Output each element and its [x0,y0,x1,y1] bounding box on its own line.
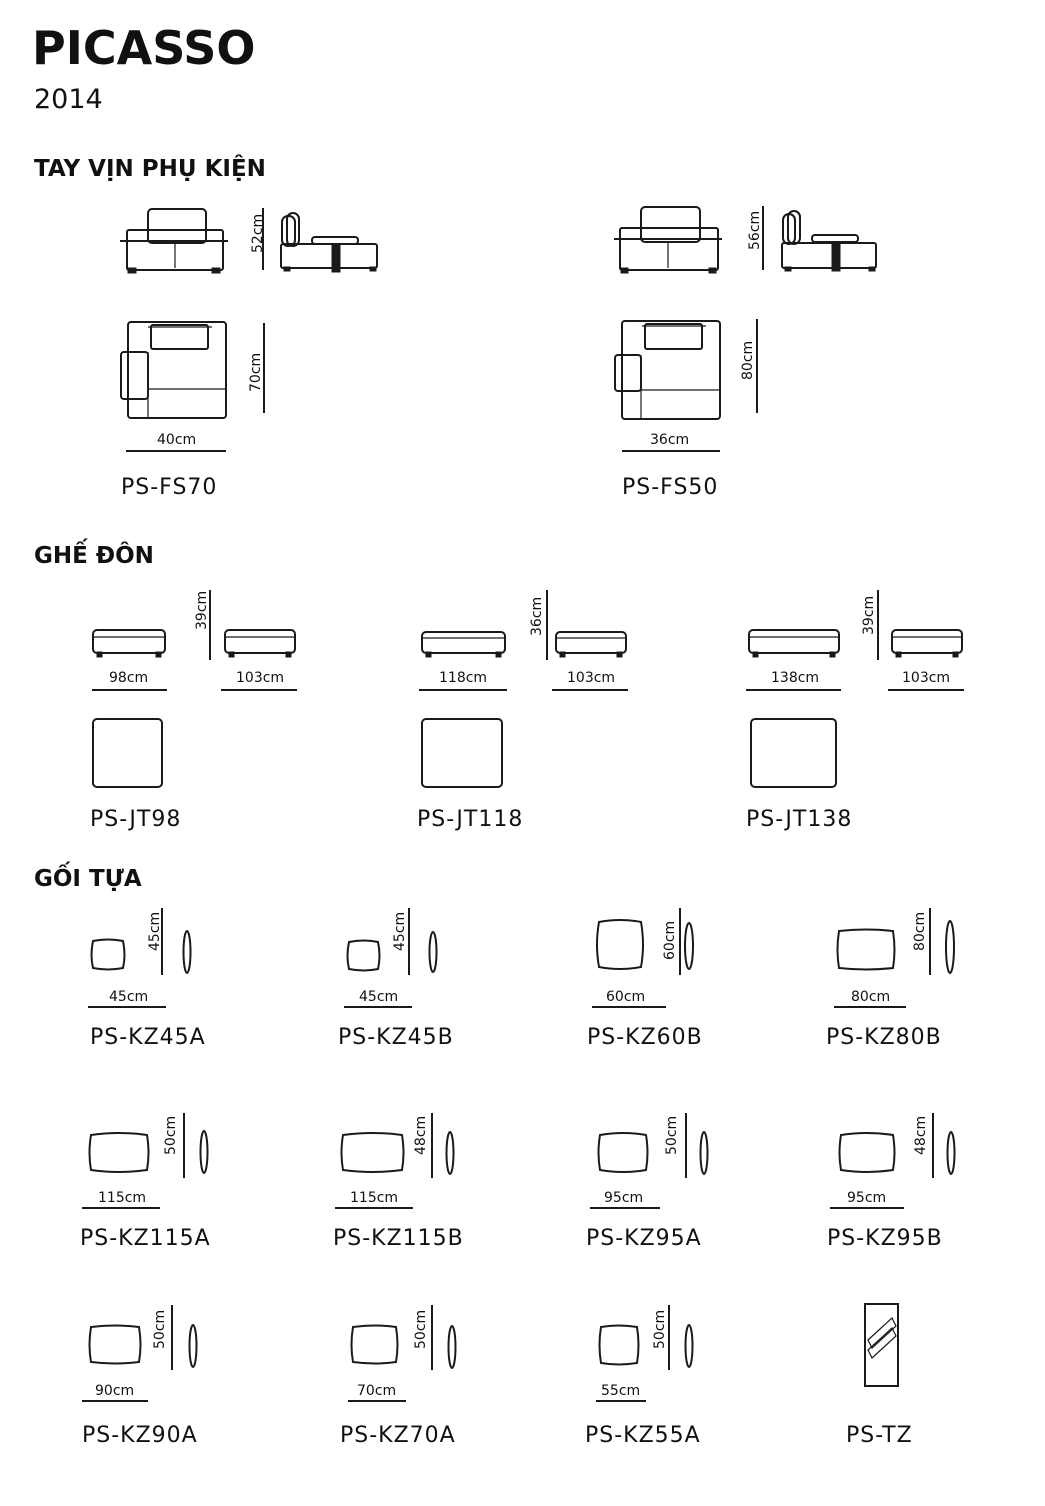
product-code: PS-TZ [846,1423,913,1448]
ottoman-jt118-top-view [421,718,503,788]
ottoman-jt138-front-view [748,629,840,658]
cushion-kz45b-side [428,931,438,973]
cushion-kz45a-front [90,938,126,971]
dim-label-width: 95cm [847,1190,887,1206]
dim-label-height: 48cm [913,1115,929,1155]
product-code: PS-KZ90A [82,1423,198,1448]
dim-label-depth: 70cm [248,352,264,392]
product-code: PS-KZ60B [587,1025,703,1050]
cushion-kz90a-side [188,1324,198,1368]
dim-label-height: 56cm [747,210,763,250]
dim-label-height: 60cm [662,920,678,960]
dim-label-height: 48cm [413,1115,429,1155]
product-code: PS-KZ95A [586,1226,702,1251]
product-code: PS-KZ80B [826,1025,942,1050]
dim-label-height: 52cm [250,213,266,253]
armrest-fs50-front-view [614,206,722,274]
cushion-kz95b-front [838,1132,896,1173]
cushion-kz55a-front [598,1324,640,1366]
dim-label-width: 45cm [109,989,149,1005]
dim-label-height: 45cm [147,911,163,951]
dim-label-width: 95cm [604,1190,644,1206]
cushion-kz60b-side [684,922,694,970]
dim-label-width: 45cm [359,989,399,1005]
armrest-fs70-front-view [120,208,228,274]
dim-label-width: 36cm [650,432,690,448]
section-heading-ottoman: GHẾ ĐÔN [34,543,154,569]
cushion-kz80b-side [945,920,955,974]
dim-label-width: 115cm [350,1190,399,1206]
dim-label-height: 39cm [194,590,210,630]
product-code: PS-KZ115B [333,1226,464,1251]
cushion-kz45b-front [346,939,381,972]
product-code: PS-KZ45A [90,1025,206,1050]
dim-label-height: 50cm [652,1309,668,1349]
dim-label-depth: 103cm [236,670,285,686]
product-code: PS-JT98 [90,807,182,832]
dim-label-depth: 103cm [567,670,616,686]
dim-label-height: 50cm [163,1115,179,1155]
ottoman-jt98-top-view [92,718,163,788]
armrest-fs50-top-view [614,320,721,420]
page-title: PICASSO [32,21,256,75]
cushion-kz115a-side [199,1130,209,1174]
dim-label-width: 40cm [157,432,197,448]
armrest-fs70-top-view [120,321,227,419]
dim-label-depth: 103cm [902,670,951,686]
product-code: PS-KZ115A [80,1226,211,1251]
section-heading-cushion: GỐI TỰA [34,866,142,892]
cushion-kz95a-front [597,1132,649,1173]
product-code: PS-KZ55A [585,1423,701,1448]
product-code: PS-KZ45B [338,1025,454,1050]
cushion-kz80b-front [836,928,896,971]
dim-label-width: 138cm [771,670,820,686]
dim-label-width: 70cm [357,1383,397,1399]
cushion-kz95a-side [699,1131,709,1175]
section-heading-armrest: TAY VỊN PHỤ KIỆN [34,156,266,182]
page-year: 2014 [34,84,103,115]
cushion-kz70a-front [350,1324,399,1365]
dim-label-width: 55cm [601,1383,641,1399]
ottoman-jt138-side-view [891,629,963,658]
product-code: PS-FS50 [622,475,719,500]
cushion-kz55a-side [684,1324,694,1368]
dim-label-width: 60cm [606,989,646,1005]
dim-label-height: 50cm [664,1115,680,1155]
dim-label-width: 115cm [98,1190,147,1206]
dim-label-width: 98cm [109,670,149,686]
product-code: PS-FS70 [121,475,218,500]
dim-label-height: 50cm [152,1309,168,1349]
armrest-fs70-side-view [280,212,378,273]
armrest-fs50-side-view [781,210,877,272]
dim-label-height: 50cm [413,1309,429,1349]
cushion-kz95b-side [946,1131,956,1175]
cushion-kz70a-side [447,1325,457,1369]
tray-tz-drawing [864,1303,899,1387]
product-code: PS-JT138 [746,807,853,832]
dim-label-height: 45cm [392,911,408,951]
dim-label-width: 80cm [851,989,891,1005]
cushion-kz90a-front [88,1324,142,1365]
dim-label-height: 36cm [529,596,545,636]
dim-label-width: 118cm [439,670,488,686]
product-code: PS-JT118 [417,807,524,832]
dim-label-depth: 80cm [740,340,756,380]
cushion-kz45a-side [182,930,192,974]
ottoman-jt98-side-view [224,629,296,658]
cushion-kz115b-side [445,1131,455,1175]
dim-label-height: 80cm [912,911,928,951]
ottoman-jt118-front-view [421,631,506,658]
ottoman-jt138-top-view [750,718,837,788]
cushion-kz115a-front [88,1132,150,1173]
ottoman-jt98-front-view [92,629,166,658]
product-code: PS-KZ95B [827,1226,943,1251]
dim-label-width: 90cm [95,1383,135,1399]
cushion-kz115b-front [340,1132,405,1173]
product-code: PS-KZ70A [340,1423,456,1448]
cushion-kz60b-front [596,919,644,970]
dim-label-height: 39cm [861,595,877,635]
ottoman-jt118-side-view [555,631,627,658]
